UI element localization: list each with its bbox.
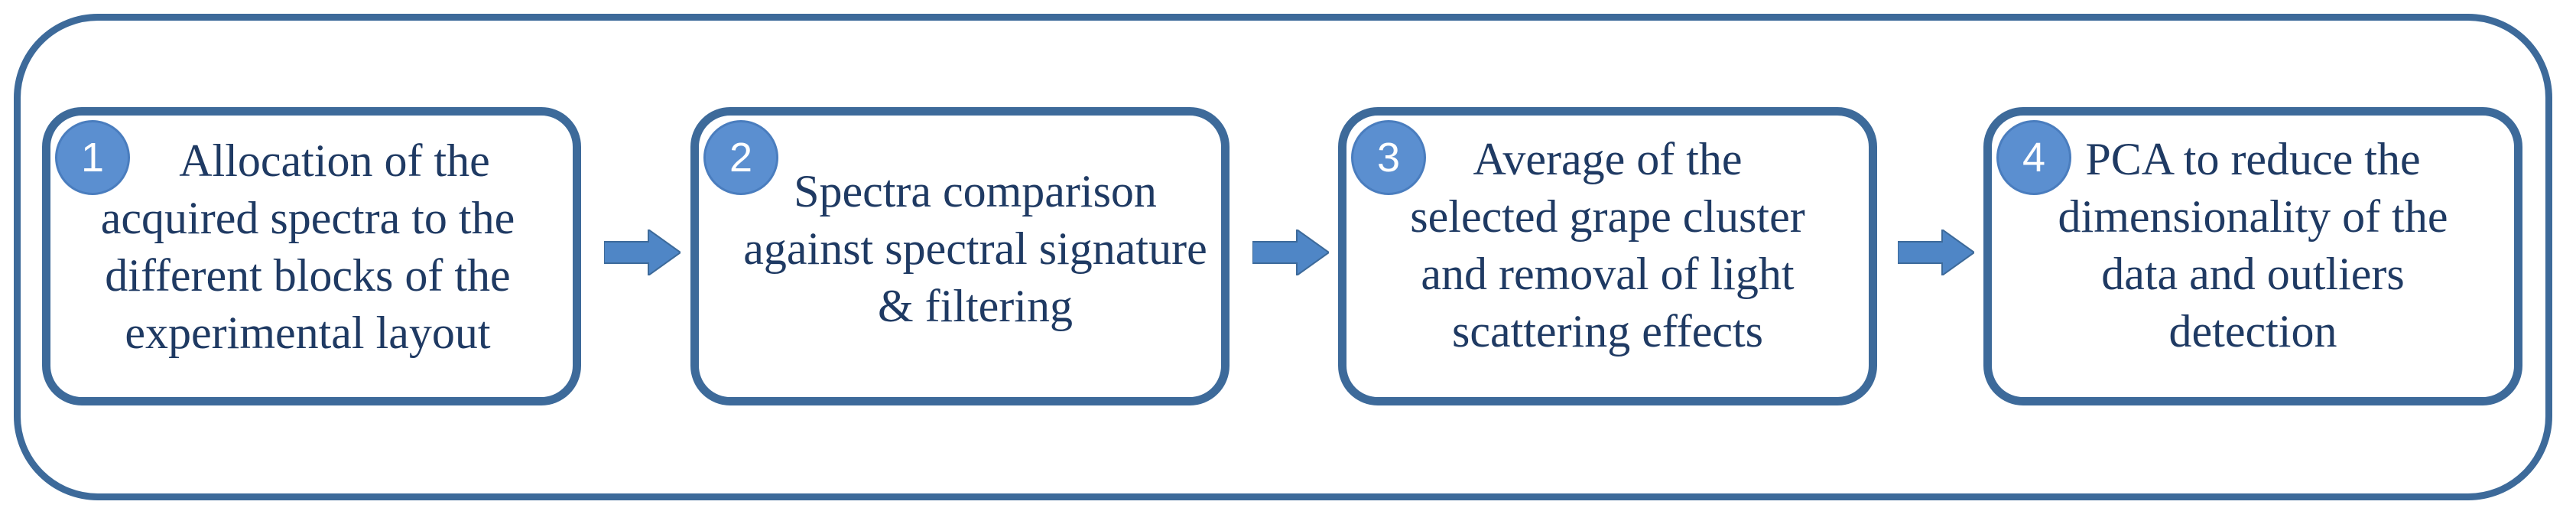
step-4-box: 4 PCA to reduce the dimensionality of th… (1983, 107, 2522, 405)
step-2-text: Spectra comparison against spectral sign… (743, 166, 1207, 331)
step-3-badge: 3 (1351, 120, 1426, 195)
workflow-frame (14, 14, 2552, 500)
step-2-badge: 2 (703, 120, 778, 195)
step-3-text: Average of the selected grape cluster an… (1410, 134, 1805, 357)
right-arrow-icon (604, 230, 681, 275)
right-arrow-icon (1898, 230, 1974, 275)
step-4-text: PCA to reduce the dimensionality of the … (2058, 134, 2448, 357)
step-1-text: acquired spectra to the different blocks… (100, 193, 515, 358)
right-arrow-icon (1252, 230, 1329, 275)
step-3-box: 3 Average of the selected grape cluster … (1338, 107, 1877, 405)
step-4-badge: 4 (1996, 120, 2071, 195)
step-1-badge: 1 (55, 120, 130, 195)
step-2-box: 2 Spectra comparison against spectral si… (690, 107, 1230, 405)
step-1-box: 1 Allocation of the acquired spectra to … (42, 107, 581, 405)
step-1-title: Allocation of the (179, 135, 490, 186)
